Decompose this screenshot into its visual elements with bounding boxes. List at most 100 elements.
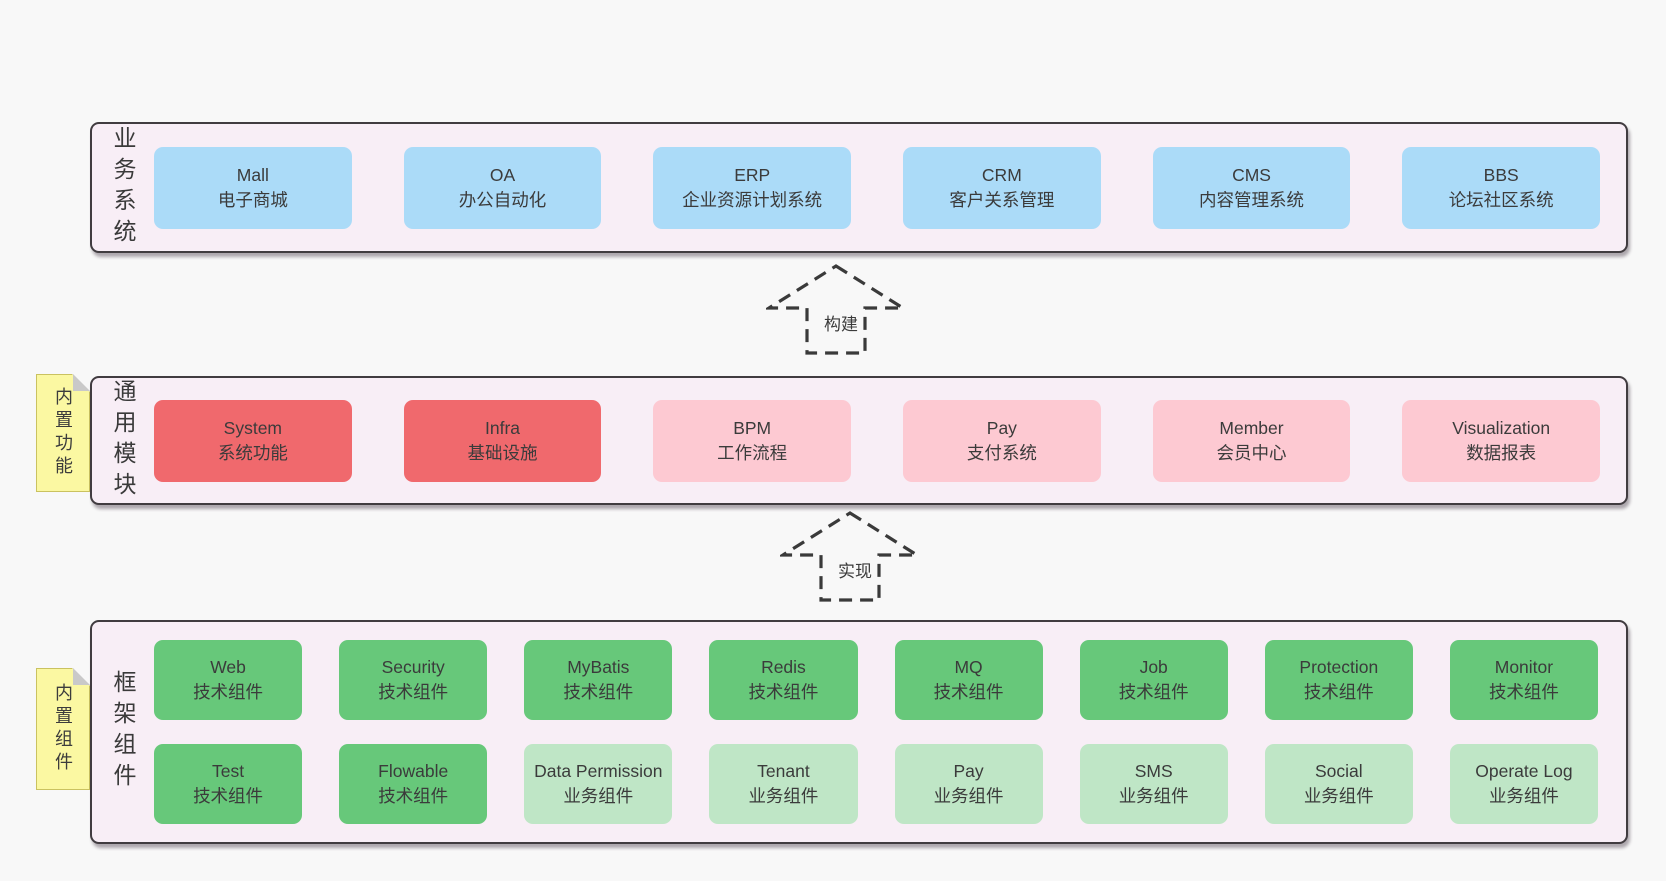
sticky-note-builtin-features: 内置功能 <box>36 374 90 492</box>
box-subtitle: 基础设施 <box>467 442 538 463</box>
box-subtitle: 客户关系管理 <box>949 189 1055 210</box>
box-subtitle: 技术组件 <box>1488 682 1559 702</box>
box-title: Monitor <box>1494 657 1554 678</box>
box-subtitle: 业务组件 <box>933 786 1004 806</box>
implement-arrow: 实现 <box>780 510 920 604</box>
box-title: OA <box>489 164 516 185</box>
box-title: Job <box>1139 657 1168 678</box>
box-security: Security 技术组件 <box>339 640 488 720</box>
box-title: MyBatis <box>567 657 630 678</box>
box-bbs: BBS 论坛社区系统 <box>1402 146 1601 229</box>
box-sms: SMS 业务组件 <box>1079 744 1228 824</box>
box-subtitle: 技术组件 <box>378 786 449 806</box>
box-bpm: BPM 工作流程 <box>653 399 852 482</box>
box-title: Tenant <box>757 761 810 782</box>
panel-label-text: 业务系统 <box>110 125 136 250</box>
box-subtitle: 支付系统 <box>966 442 1037 463</box>
box-subtitle: 技术组件 <box>933 682 1004 702</box>
box-subtitle: 业务组件 <box>748 786 819 806</box>
box-subtitle: 内容管理系统 <box>1199 189 1305 210</box>
box-title: Operate Log <box>1475 761 1573 782</box>
panel-business-systems: 业务系统 Mall 电子商城 OA 办公自动化 ERP 企业资源计划系统 CRM… <box>90 122 1628 253</box>
modules-boxes-row: System 系统功能 Infra 基础设施 BPM 工作流程 Pay 支付系统… <box>154 378 1626 503</box>
box-web: Web 技术组件 <box>154 640 303 720</box>
panel-common-modules: 通用模块 System 系统功能 Infra 基础设施 BPM 工作流程 Pay… <box>90 376 1628 505</box>
box-subtitle: 数据报表 <box>1466 442 1537 463</box>
box-erp: ERP 企业资源计划系统 <box>653 146 852 229</box>
business-boxes-row: Mall 电子商城 OA 办公自动化 ERP 企业资源计划系统 CRM 客户关系… <box>154 124 1626 251</box>
box-title: Security <box>381 657 445 678</box>
box-title: BBS <box>1483 164 1519 185</box>
panel-label: 通用模块 <box>92 378 154 503</box>
box-visualization: Visualization 数据报表 <box>1402 399 1601 482</box>
sticky-note-text: 内置组件 <box>53 683 73 775</box>
box-member: Member 会员中心 <box>1152 399 1351 482</box>
sticky-note-text: 内置功能 <box>53 387 73 479</box>
box-subtitle: 业务组件 <box>563 786 634 806</box>
box-title: Flowable <box>378 761 449 782</box>
panel-label-text: 通用模块 <box>110 378 136 503</box>
panel-label: 业务系统 <box>92 124 154 251</box>
box-system: System 系统功能 <box>154 399 352 482</box>
box-title: Mall <box>236 164 269 185</box>
box-infra: Infra 基础设施 <box>403 399 602 482</box>
box-mall: Mall 电子商城 <box>154 146 352 229</box>
box-title: Infra <box>484 417 521 438</box>
box-title: Protection <box>1299 657 1379 678</box>
components-boxes-grid: Web 技术组件 Security 技术组件 MyBatis 技术组件 Redi… <box>154 622 1626 842</box>
up-arrow-icon <box>780 511 920 602</box>
panel-label: 框架组件 <box>92 622 154 842</box>
box-pay-business: Pay 业务组件 <box>894 744 1043 824</box>
box-subtitle: 办公自动化 <box>458 189 547 210</box>
box-tenant: Tenant 业务组件 <box>709 744 858 824</box>
box-subtitle: 业务组件 <box>1118 786 1189 806</box>
box-crm: CRM 客户关系管理 <box>903 146 1101 229</box>
box-title: Pay <box>986 417 1017 438</box>
box-subtitle: 会员中心 <box>1216 442 1287 463</box>
box-data-permission: Data Permission 业务组件 <box>524 744 673 824</box>
build-arrow-label: 构建 <box>820 309 863 336</box>
box-flowable: Flowable 技术组件 <box>339 744 488 824</box>
box-job: Job 技术组件 <box>1079 640 1228 720</box>
box-subtitle: 业务组件 <box>1303 786 1374 806</box>
box-subtitle: 技术组件 <box>1303 682 1374 702</box>
box-subtitle: 技术组件 <box>378 682 449 702</box>
box-title: MQ <box>954 657 983 678</box>
box-title: ERP <box>734 164 771 185</box>
box-subtitle: 论坛社区系统 <box>1448 189 1554 210</box>
box-social: Social 业务组件 <box>1264 744 1413 824</box>
box-operate-log: Operate Log 业务组件 <box>1449 744 1598 824</box>
box-subtitle: 技术组件 <box>563 682 634 702</box>
box-subtitle: 工作流程 <box>717 442 788 463</box>
box-title: CMS <box>1232 164 1271 185</box>
box-title: Redis <box>761 657 806 678</box>
box-title: CRM <box>981 164 1022 185</box>
box-oa: OA 办公自动化 <box>403 146 602 229</box>
box-cms: CMS 内容管理系统 <box>1152 146 1351 229</box>
panel-framework-components: 框架组件 Web 技术组件 Security 技术组件 MyBatis 技术组件… <box>90 620 1628 844</box>
box-protection: Protection 技术组件 <box>1264 640 1413 720</box>
box-title: SMS <box>1134 761 1173 782</box>
box-subtitle: 技术组件 <box>1118 682 1189 702</box>
box-test: Test 技术组件 <box>154 744 303 824</box>
box-title: Social <box>1314 761 1363 782</box>
box-subtitle: 技术组件 <box>193 786 264 806</box>
box-subtitle: 技术组件 <box>748 682 819 702</box>
panel-label-text: 框架组件 <box>110 670 136 794</box>
box-pay: Pay 支付系统 <box>903 399 1101 482</box>
sticky-note-builtin-components: 内置组件 <box>36 668 90 790</box>
box-subtitle: 企业资源计划系统 <box>682 189 823 210</box>
box-monitor: Monitor 技术组件 <box>1449 640 1598 720</box>
box-title: Pay <box>953 761 984 782</box>
box-subtitle: 电子商城 <box>217 189 288 210</box>
box-subtitle: 技术组件 <box>193 682 264 702</box>
box-title: Member <box>1219 417 1284 438</box>
up-arrow-icon <box>766 264 906 355</box>
box-title: BPM <box>733 417 772 438</box>
box-title: Test <box>212 761 245 782</box>
box-subtitle: 业务组件 <box>1488 786 1559 806</box>
box-title: System <box>223 417 283 438</box>
box-mq: MQ 技术组件 <box>894 640 1043 720</box>
box-redis: Redis 技术组件 <box>709 640 858 720</box>
build-arrow: 构建 <box>766 263 906 357</box>
